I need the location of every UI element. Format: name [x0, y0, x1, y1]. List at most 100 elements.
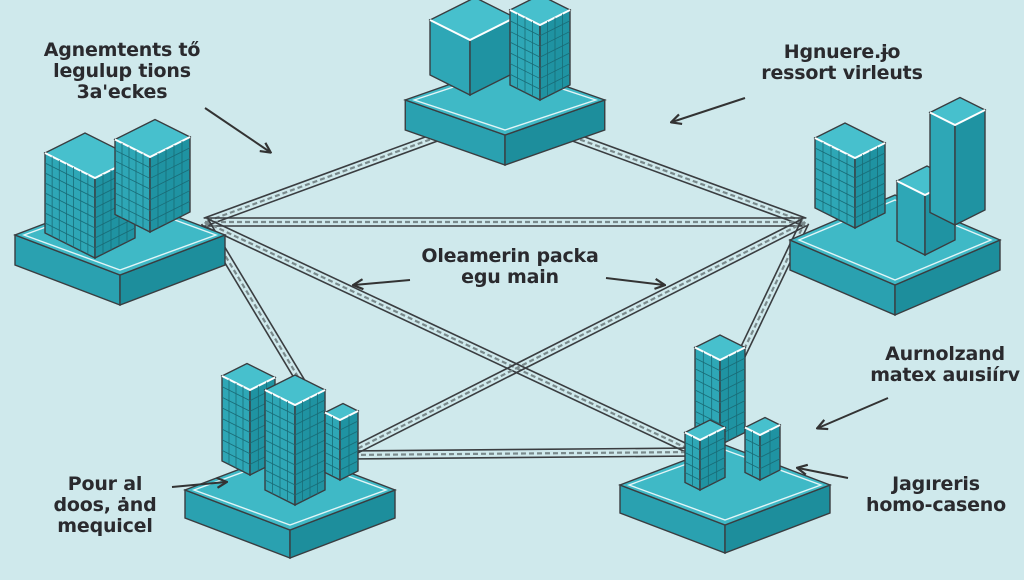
annotation-arrow — [204, 107, 270, 152]
cable-core — [204, 110, 506, 224]
building-right-face — [954, 108, 986, 227]
label-line: Oleamerin packa — [421, 245, 599, 267]
arrows-layer — [171, 97, 889, 487]
annotation-arrow — [354, 280, 411, 285]
window-row — [149, 147, 191, 169]
label-line: mequicel — [57, 515, 153, 537]
label-line: matex auısiírv — [870, 364, 1020, 386]
node-bottom-left — [183, 362, 397, 560]
cable-line — [344, 447, 695, 452]
window-row — [44, 202, 96, 229]
annotation-arrow — [672, 97, 746, 122]
label-line: egu main — [461, 266, 559, 288]
window-row — [149, 200, 191, 222]
label-top-right: Hgnuere.ɉo ressort virleuts — [742, 42, 942, 84]
cable-line — [346, 224, 808, 460]
connection-left-right — [205, 217, 805, 227]
label-top-left: Agnemtents tő legulup tions 3a'eckes — [22, 40, 222, 103]
label-line: homo-caseno — [866, 494, 1006, 516]
label-line: legulup tions — [53, 60, 191, 82]
building-roof-highlight — [114, 136, 191, 159]
window-row — [44, 162, 96, 189]
window-row — [694, 379, 721, 393]
annotation-arrow — [171, 482, 226, 487]
window-row — [699, 437, 726, 451]
window-row — [814, 167, 856, 189]
label-line: doos, ȧnd — [53, 494, 157, 516]
node-right — [788, 96, 1002, 317]
window-row — [814, 147, 856, 169]
annotation-arrow — [818, 397, 889, 428]
label-center: Oleamerin packa egu main — [390, 246, 630, 288]
window-row — [94, 227, 136, 249]
window-row — [814, 187, 856, 209]
connection-left-bottom-right — [202, 217, 698, 457]
window-row — [719, 357, 746, 371]
window-row — [114, 171, 151, 190]
cable-core — [344, 450, 696, 457]
window-row — [44, 212, 96, 239]
connection-bottom-left-bottom-right — [344, 447, 696, 460]
label-line: Aurnolzand — [885, 343, 1005, 365]
window-row — [149, 179, 191, 201]
platform-edge-highlight — [412, 69, 598, 131]
cable-line — [342, 217, 804, 453]
window-row — [114, 192, 151, 211]
annotation-arrow — [605, 277, 664, 285]
building-left-face — [929, 111, 956, 227]
cable-line — [206, 217, 698, 450]
window-row — [149, 158, 191, 179]
window-row — [44, 182, 96, 209]
platform-edge-highlight — [797, 199, 993, 281]
window-row — [719, 368, 746, 382]
label-line: ressort virleuts — [761, 62, 923, 84]
window-row — [114, 149, 151, 169]
window-row — [814, 177, 856, 199]
window-row — [814, 157, 856, 179]
window-row — [694, 389, 721, 403]
window-row — [694, 357, 721, 371]
label-line: Agnemtents tő — [43, 39, 201, 61]
window-row — [719, 410, 746, 425]
window-row — [44, 192, 96, 219]
window-row — [719, 389, 746, 403]
cable-line — [202, 224, 694, 457]
cable-line — [345, 455, 696, 460]
window-row — [719, 379, 746, 393]
label-bottom-right: Jagıreris homo-caseno — [848, 474, 1024, 516]
cable-core — [204, 221, 696, 453]
window-row — [699, 447, 726, 461]
label-bottom-left: Pour al doos, ȧnd mequicel — [30, 474, 180, 537]
cable-core — [504, 110, 806, 224]
node-top — [403, 0, 607, 166]
window-row — [694, 368, 721, 382]
annotation-arrow — [798, 468, 849, 479]
platform-edge-highlight — [626, 449, 824, 521]
node-left — [13, 118, 227, 307]
label-right: Aurnolzand matex auısiírv — [860, 344, 1024, 386]
building-roof-highlight — [264, 389, 326, 407]
label-line: Pour al — [67, 473, 143, 495]
building-roof-highlight — [814, 137, 886, 160]
window-row — [114, 181, 151, 201]
window-row — [694, 410, 721, 425]
label-line: Hgnuere.ɉo — [783, 41, 901, 63]
window-row — [149, 190, 191, 211]
building-roof-highlight — [744, 424, 781, 437]
window-row — [44, 172, 96, 199]
label-line: Jagıreris — [892, 473, 980, 495]
window-row — [149, 168, 191, 190]
window-row — [699, 457, 726, 471]
window-row — [114, 203, 151, 222]
building-roof-highlight — [429, 16, 516, 42]
window-row — [814, 197, 856, 219]
window-row — [699, 467, 726, 481]
label-line: 3a'eckes — [76, 81, 168, 103]
window-row — [694, 400, 721, 414]
connection-right-bottom-left — [342, 217, 808, 460]
building-roof-highlight — [324, 410, 359, 422]
building-roof-highlight — [509, 9, 571, 27]
cable-core — [344, 221, 806, 456]
